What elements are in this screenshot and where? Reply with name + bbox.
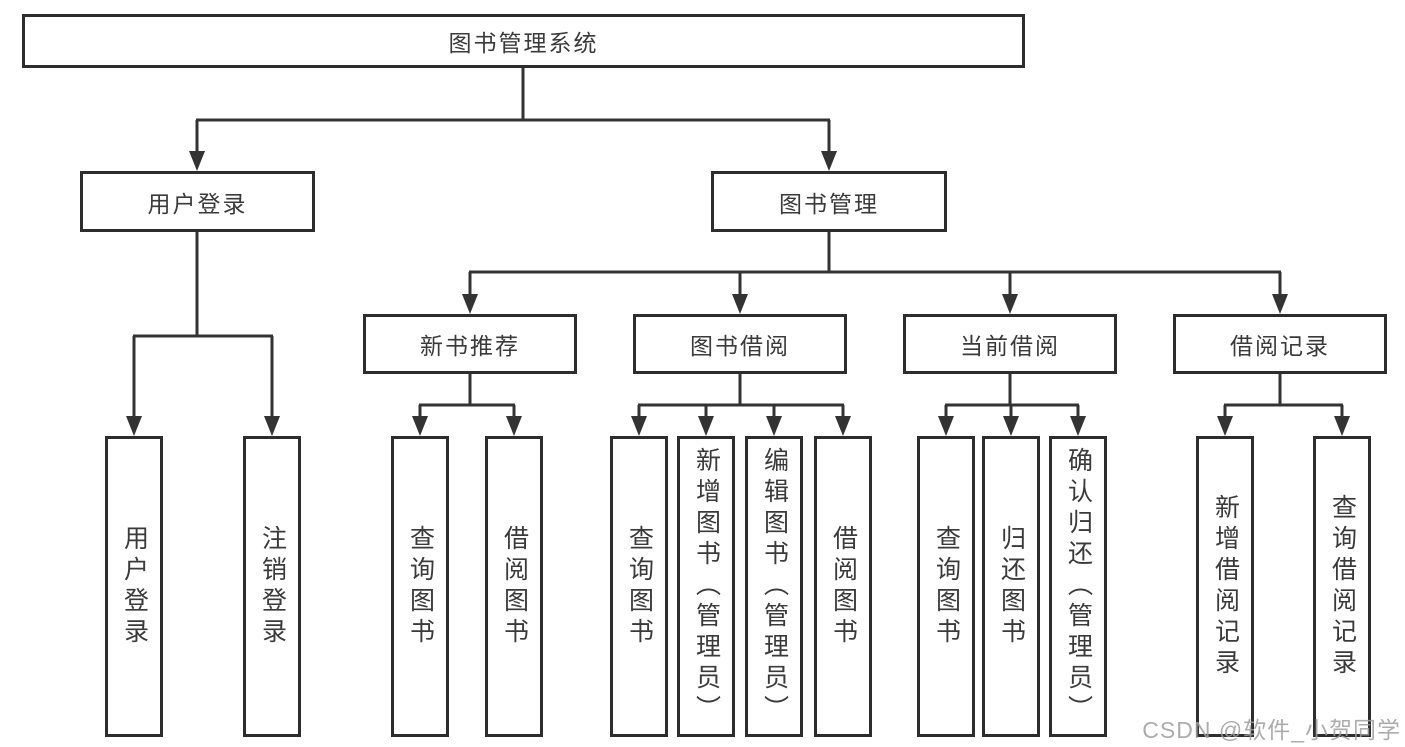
node-book-management-label: 图书管理: [779, 190, 879, 217]
connector-currentborrow-to-leaves: [938, 374, 1086, 436]
connector-root-to-level2: [189, 68, 837, 171]
node-book-management: 图书管理: [711, 171, 947, 232]
leaf-current-query-books-label: 查询图书: [932, 524, 961, 649]
connector-userlogin-to-leaves: [126, 232, 280, 436]
arrowhead: [1217, 416, 1233, 436]
arrowhead: [1272, 294, 1288, 314]
leaf-add-borrow-record-label: 新增借阅记录: [1211, 493, 1240, 680]
leaf-user-login-label: 用户登录: [120, 524, 149, 649]
leaf-add-book-admin-label: 新增图书（管理员）: [692, 447, 721, 726]
connector-newbook-to-leaves: [412, 374, 522, 436]
csdn-watermark: CSDN @软件_小贺同学: [1142, 717, 1401, 743]
leaf-logout-label: 注销登录: [258, 524, 287, 649]
connector-borrowrecords-to-leaves: [1217, 374, 1350, 436]
arrowhead: [631, 416, 647, 436]
leaf-return-book-label: 归还图书: [997, 524, 1026, 649]
node-book-borrow-label: 图书借阅: [690, 333, 790, 359]
leaf-newbook-query-books: 查询图书: [391, 436, 449, 737]
leaf-user-login: 用户登录: [105, 436, 163, 737]
arrowhead: [698, 416, 714, 436]
arrowhead: [1003, 416, 1019, 436]
arrowhead: [462, 294, 478, 314]
leaf-newbook-query-books-label: 查询图书: [406, 524, 435, 649]
leaf-add-book-admin: 新增图书（管理员）: [677, 436, 735, 737]
connector-bookmgmt-to-level3: [462, 232, 1288, 314]
arrowhead: [1070, 416, 1086, 436]
node-current-borrow-label: 当前借阅: [960, 333, 1060, 359]
arrowhead: [412, 416, 428, 436]
connector-bookborrow-to-leaves: [631, 374, 851, 436]
leaf-borrow-query-books: 查询图书: [610, 436, 668, 737]
arrowhead: [189, 151, 205, 171]
leaf-current-query-books: 查询图书: [917, 436, 975, 737]
leaf-newbook-borrow-books: 借阅图书: [485, 436, 543, 737]
node-root-system: 图书管理系统: [22, 14, 1025, 68]
arrowhead: [1002, 294, 1018, 314]
leaf-confirm-return-admin: 确认归还（管理员）: [1049, 436, 1107, 737]
node-root-label: 图书管理系统: [448, 30, 599, 56]
node-borrow-records-label: 借阅记录: [1230, 333, 1330, 359]
node-borrow-records: 借阅记录: [1173, 314, 1387, 374]
leaf-logout: 注销登录: [243, 436, 301, 737]
arrowhead: [732, 294, 748, 314]
node-user-login-label: 用户登录: [147, 190, 248, 217]
arrowhead: [1334, 416, 1350, 436]
node-user-login: 用户登录: [80, 171, 315, 232]
leaf-query-borrow-record: 查询借阅记录: [1313, 436, 1371, 737]
leaf-return-book: 归还图书: [982, 436, 1040, 737]
leaf-add-borrow-record: 新增借阅记录: [1196, 436, 1254, 737]
arrowhead: [938, 416, 954, 436]
arrowhead: [835, 416, 851, 436]
leaf-query-borrow-record-label: 查询借阅记录: [1328, 493, 1357, 680]
arrowhead: [264, 416, 280, 436]
leaf-borrow-query-books-label: 查询图书: [625, 524, 654, 649]
arrowhead: [126, 416, 142, 436]
arrowhead: [506, 416, 522, 436]
arrowhead: [821, 151, 837, 171]
node-new-book-recommend-label: 新书推荐: [420, 333, 520, 359]
leaf-newbook-borrow-books-label: 借阅图书: [500, 524, 529, 649]
leaf-confirm-return-admin-label: 确认归还（管理员）: [1064, 447, 1093, 726]
arrowhead: [766, 416, 782, 436]
node-current-borrow: 当前借阅: [903, 314, 1117, 374]
leaf-edit-book-admin: 编辑图书（管理员）: [745, 436, 803, 737]
leaf-borrow-borrow-books: 借阅图书: [814, 436, 872, 737]
node-new-book-recommend: 新书推荐: [363, 314, 577, 374]
leaf-borrow-borrow-books-label: 借阅图书: [829, 524, 858, 649]
leaf-edit-book-admin-label: 编辑图书（管理员）: [760, 447, 789, 726]
node-book-borrow: 图书借阅: [633, 314, 847, 374]
